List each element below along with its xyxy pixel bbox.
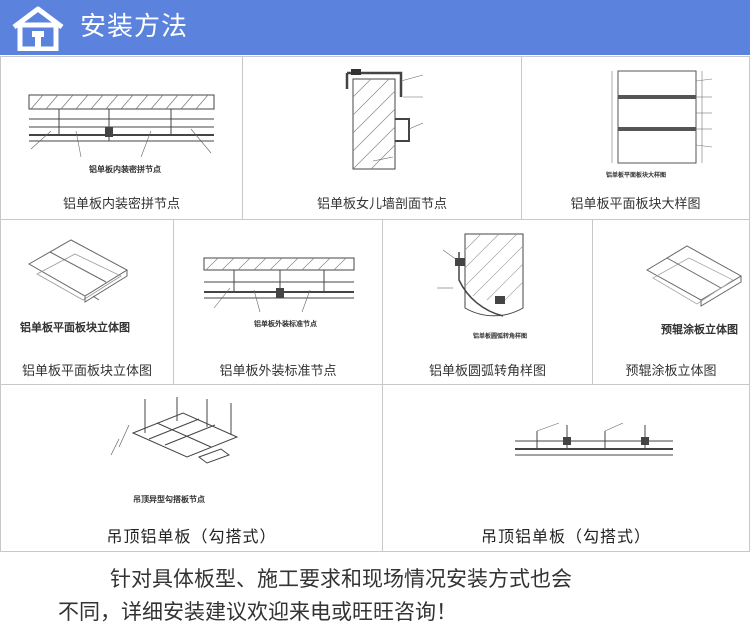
diagram-label: 铝单板外装标准节点 — [254, 320, 317, 328]
diagram-panel-arc-corner: 铝单板圆弧转角样图 铝单板圆弧转角样图 — [382, 219, 593, 385]
caption: 铝单板外装标准节点 — [219, 364, 337, 379]
footer-line-2: 不同，详细安装建议欢迎来电或旺旺咨询！ — [58, 600, 457, 624]
footer-line-1: 针对具体板型、施工要求和现场情况安装方式也会 — [110, 567, 572, 591]
caption: 铝单板平面板块大样图 — [570, 197, 701, 212]
diagram-panel-flat-detail: 铝单板平面板块大样图 铝单板平面板块大样图 — [521, 56, 750, 220]
caption: 吊顶铝单板（勾搭式） — [480, 527, 651, 546]
diagram-panel-inner-seam: 铝单板内装密拼节点 铝单板内装密拼节点 — [0, 56, 243, 220]
arc-corner-drawing — [437, 233, 524, 317]
diagram-panel-ceiling-left: 吊顶异型勾搭板节点 吊顶铝单板（勾搭式） — [0, 384, 383, 552]
diagram-label: 铝单板圆弧转角样图 — [473, 333, 528, 340]
caption: 预辊涂板立体图 — [625, 364, 717, 379]
diagram-panel-ceiling-right: 吊顶铝单板（勾搭式） — [382, 384, 750, 552]
ceiling-right-drawing — [515, 422, 673, 456]
pre-roll-drawing — [646, 245, 742, 307]
inner-seam-drawing — [28, 94, 215, 158]
caption: 吊顶铝单板（勾搭式） — [106, 527, 277, 546]
diagram-label: 铝单板内装密拼节点 — [89, 165, 161, 174]
diagram-panel-exterior: 铝单板外装标准节点 铝单板外装标准节点 — [173, 219, 383, 385]
exterior-drawing — [203, 257, 355, 313]
house-logo-icon — [12, 6, 64, 51]
caption: 铝单板内装密拼节点 — [62, 197, 180, 212]
diagram-panel-flat-3d: 铝单板平面板块立体图 铝单板平面板块立体图 — [0, 219, 174, 385]
caption: 铝单板女儿墙剖面节点 — [316, 197, 447, 212]
parapet-drawing — [345, 69, 424, 170]
flat-3d-drawing — [27, 239, 129, 303]
diagram-panel-pre-roll: 预辊涂板立体图 预辊涂板立体图 — [592, 219, 750, 385]
header-bar: 安装方法 — [0, 0, 750, 55]
caption: 铝单板平面板块立体图 — [21, 364, 152, 379]
diagram-label: 吊顶异型勾搭板节点 — [133, 495, 205, 504]
flat-detail-drawing — [611, 70, 713, 164]
diagram-label: 铝单板平面板块大样图 — [606, 172, 667, 179]
caption: 铝单板圆弧转角样图 — [428, 364, 546, 379]
diagram-panel-parapet: 铝单板女儿墙剖面节点 — [242, 56, 522, 220]
diagram-label: 铝单板平面板块立体图 — [20, 321, 130, 334]
diagram-label: 预辊涂板立体图 — [661, 323, 738, 336]
page-title: 安装方法 — [80, 12, 189, 42]
ceiling-left-drawing — [110, 397, 239, 464]
